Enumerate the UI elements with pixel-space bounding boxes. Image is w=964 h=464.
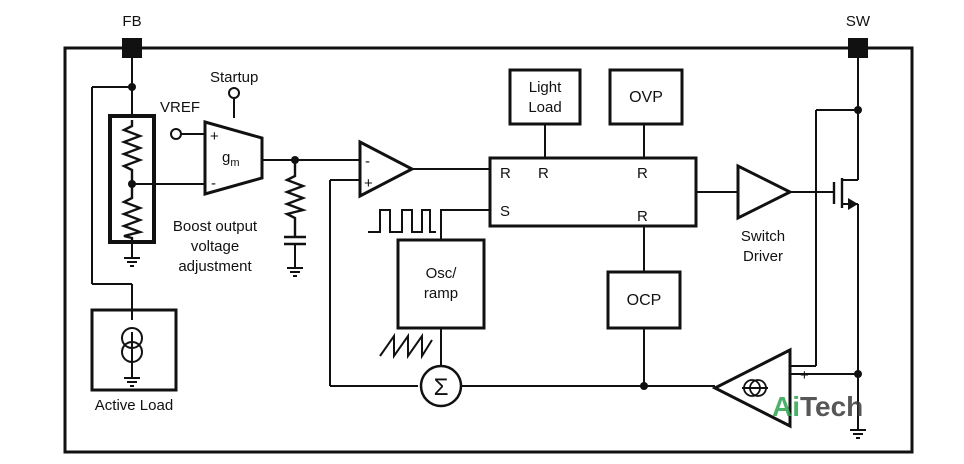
latch-s: S [500,203,510,220]
vref-terminal: VREF [160,99,205,140]
current-sense-amplifier: + [711,109,858,429]
sw-pin: SW [846,13,871,58]
pwm-comparator: - + [358,139,416,199]
cmp-plus-sign: + [364,175,373,192]
active-load-block: Active Load [90,308,178,414]
ramp-waveform [379,332,433,360]
startup-terminal: Startup [210,69,258,118]
sw-pin-label: SW [846,13,871,30]
latch-r-lightload: R [538,165,549,182]
gm-amplifier: + - gm [203,120,264,196]
ocp-block: OCP [606,226,682,390]
boost-label-line2: voltage [191,238,239,255]
csa-plus-sign: + [800,367,809,384]
boost-label-line1: Boost output [173,218,258,235]
cmp-minus-sign: - [365,153,370,170]
aitech-watermark: AiTech [772,391,863,422]
clock-pulse-waveform [368,209,436,233]
osc-ramp-block: Osc/ ramp [396,209,490,366]
osc-line2: ramp [424,285,458,302]
gm-label: gm [222,149,240,169]
boost-adjust-label: Boost output voltage adjustment [173,218,258,275]
summing-node: Σ [419,364,463,408]
vref-label: VREF [160,99,200,116]
light-load-line1: Light [529,79,562,96]
latch-r-ovp: R [637,165,648,182]
gm-plus-sign: + [210,128,219,145]
active-load-label: Active Load [95,397,173,414]
watermark-ai: Ai [772,391,800,422]
fb-pin: FB [122,13,142,58]
watermark-tech: Tech [800,391,863,422]
light-load-block: Light Load [508,68,582,158]
resistor-divider [108,114,205,267]
startup-label: Startup [210,69,258,86]
ic-boundary [63,46,914,454]
ovp-label: OVP [629,89,663,106]
switch-driver-line1: Switch [741,228,785,245]
switch-driver-line2: Driver [743,248,783,265]
boost-label-line3: adjustment [178,258,252,275]
latch-r-comparator: R [500,165,511,182]
fb-pin-label: FB [122,13,141,30]
power-mosfet [832,58,866,439]
fb-wiring [91,58,136,320]
gm-minus-sign: - [211,175,216,192]
switch-driver: Switch Driver [696,163,834,265]
svg-text:AiTech: AiTech [772,391,863,422]
ovp-block: OVP [608,68,684,158]
light-load-line2: Load [528,99,561,116]
latch-r-ocp: R [637,208,648,225]
rc-compensation [283,160,308,277]
osc-line1: Osc/ [426,265,458,282]
ocp-label: OCP [627,292,662,309]
sum-symbol: Σ [434,374,449,401]
rs-latch: R R R S R [488,156,698,228]
